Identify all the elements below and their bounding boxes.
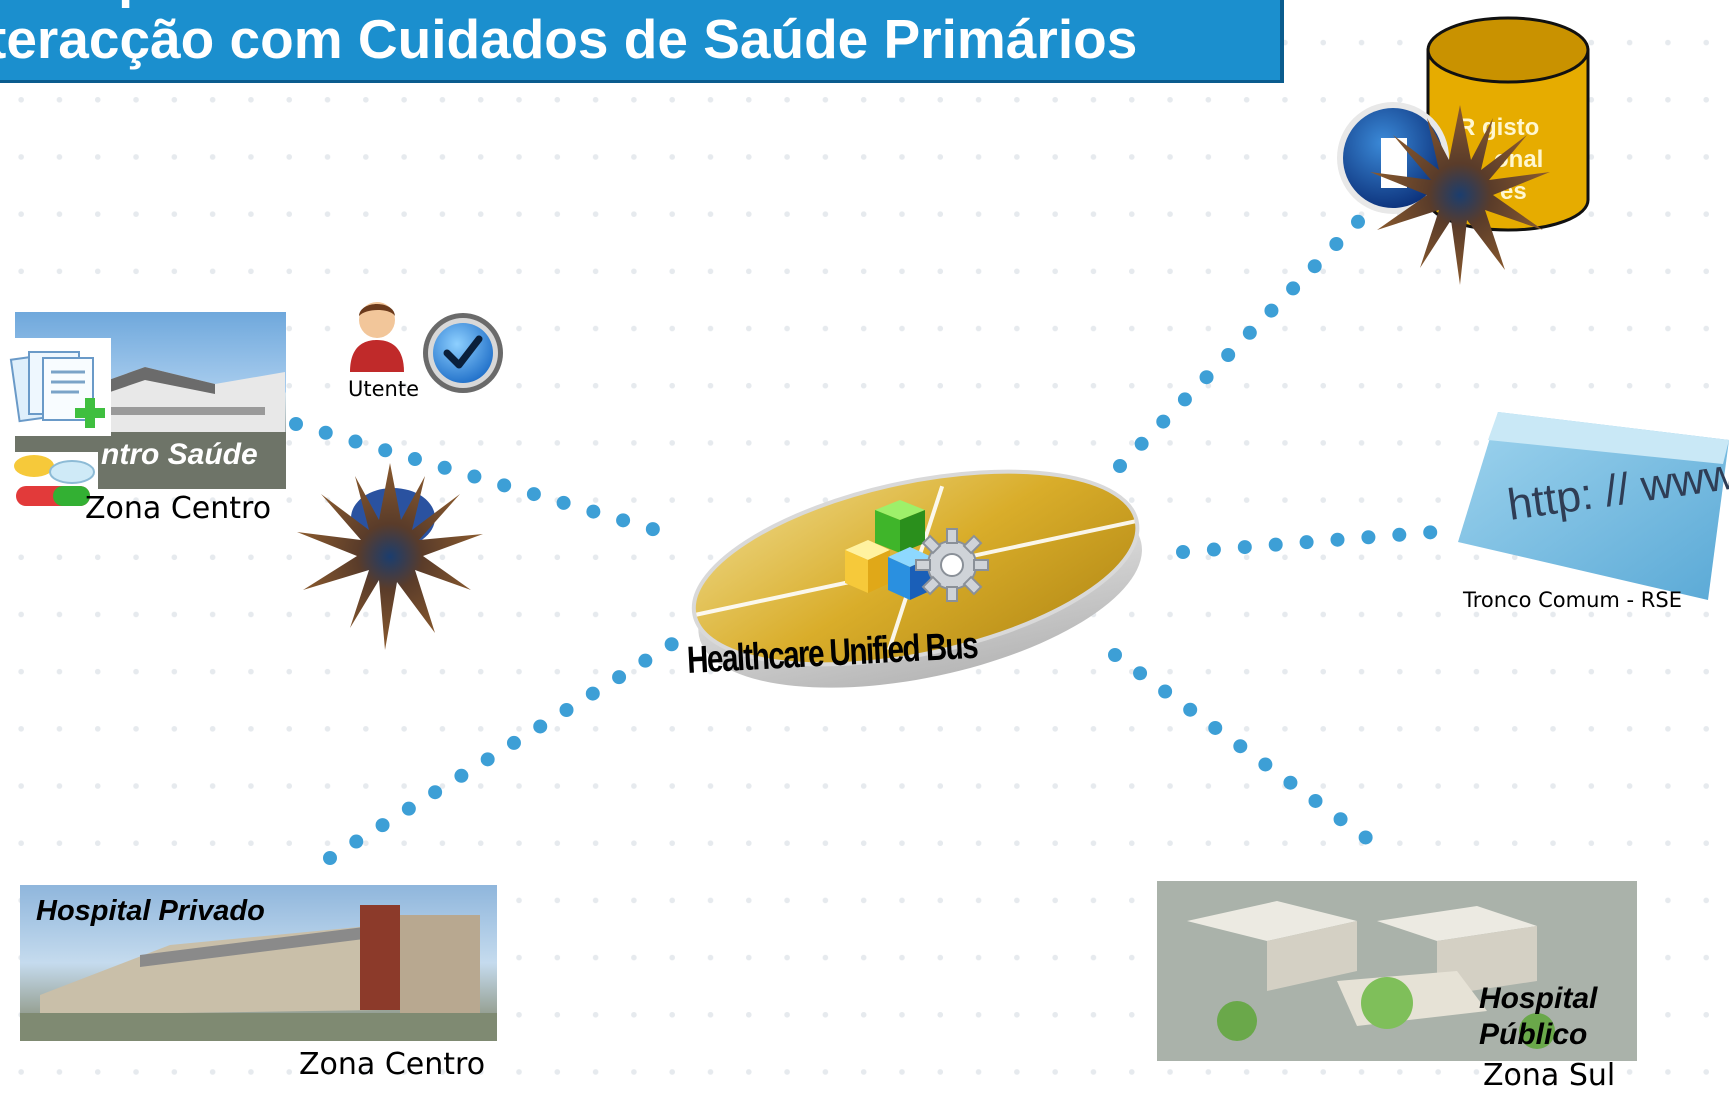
hospital-publico-zone: Zona Sul bbox=[1483, 1058, 1616, 1093]
browser-url-icon: http: // www bbox=[1458, 412, 1729, 600]
hospital-publico-photo: Hospital Público bbox=[1157, 881, 1637, 1061]
user-icon bbox=[350, 302, 404, 372]
starburst-icon bbox=[297, 463, 483, 650]
utente-label: Utente bbox=[348, 377, 419, 401]
centro-saude-name: ntro Saúde bbox=[101, 438, 258, 471]
hospital-privado-building bbox=[20, 905, 497, 1041]
hospital-privado-zone: Zona Centro bbox=[299, 1047, 486, 1082]
hospital-publico-building bbox=[1157, 881, 1637, 1061]
connector-hospital-privado bbox=[323, 627, 695, 865]
database-icon bbox=[1426, 16, 1590, 232]
tronco-label: Tronco Comum - RSE bbox=[1463, 588, 1682, 612]
title-line-1: xemplo Prático bbox=[10, 0, 397, 10]
page-title: teracção com Cuidados de Saúde Primários bbox=[0, 8, 1138, 70]
registo-line-1: R gisto bbox=[1458, 114, 1540, 141]
connector-hospital-publico bbox=[1108, 648, 1383, 852]
hospital-publico-name-line-1: Hospital bbox=[1479, 982, 1598, 1015]
gear-icon bbox=[915, 528, 989, 602]
connector-registo bbox=[1113, 184, 1395, 473]
starburst-icon bbox=[1370, 105, 1550, 285]
hospital-publico-name: Hospital Público bbox=[1479, 981, 1597, 1053]
hospital-publico-name-line-2: Público bbox=[1479, 1018, 1588, 1051]
checkmark-icon bbox=[423, 313, 503, 393]
hospital-privado-name: Hospital Privado bbox=[36, 895, 265, 927]
pills-icon bbox=[10, 452, 98, 516]
documents-icon bbox=[5, 338, 111, 436]
centro-saude-building bbox=[15, 367, 286, 489]
connector-tronco bbox=[1176, 524, 1454, 559]
hospital-privado-photo: Hospital Privado bbox=[20, 885, 497, 1041]
centro-saude-zone: Zona Centro bbox=[85, 491, 272, 526]
connector-centro-saude bbox=[289, 417, 673, 540]
title-banner: xemplo Prático teracção com Cuidados de … bbox=[0, 0, 1284, 83]
